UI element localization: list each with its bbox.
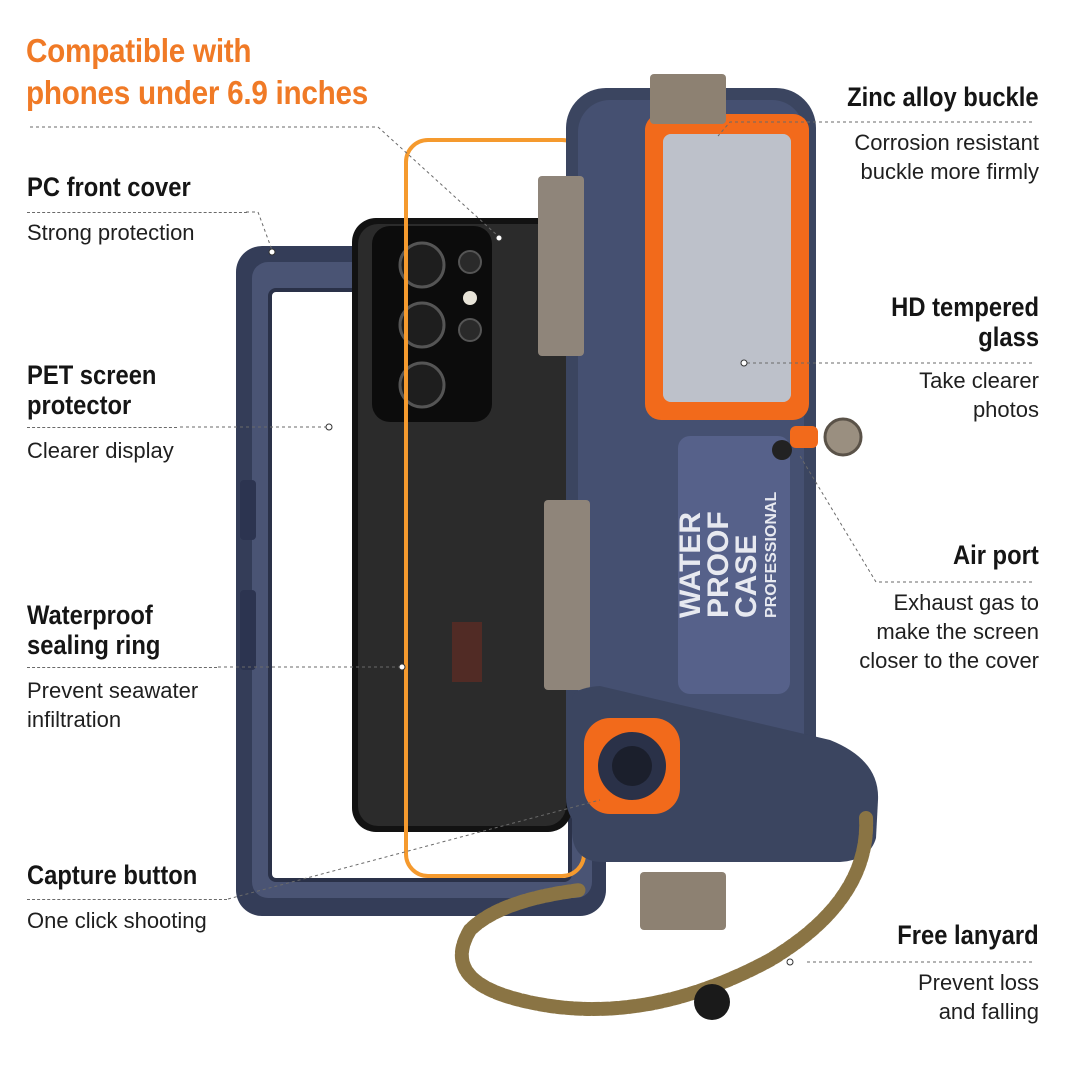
- air-port-desc-1: Exhaust gas to: [893, 590, 1039, 615]
- headline: Compatible with phones under 6.9 inches: [26, 30, 368, 114]
- hd-glass-desc-2: photos: [972, 397, 1039, 422]
- pc-front-cover-callout: PC front cover Strong protection: [27, 172, 213, 247]
- air-port-desc-2: make the screen: [876, 619, 1039, 644]
- capture-button-divider: [27, 899, 227, 900]
- capture-button-title: Capture button: [27, 860, 198, 890]
- sealing-ring-callout: Waterproof sealing ring Prevent seawater…: [27, 600, 198, 734]
- hd-glass-title-2: glass: [978, 322, 1039, 352]
- hd-glass-desc-1: Take clearer: [919, 368, 1039, 393]
- zinc-buckle-callout: Zinc alloy buckle Corrosion resistant bu…: [821, 82, 1039, 186]
- lanyard-callout: Free lanyard Prevent loss and falling: [878, 920, 1039, 1026]
- pet-screen-divider: [27, 427, 177, 428]
- air-port-callout: Air port Exhaust gas to make the screen …: [859, 540, 1039, 675]
- pet-screen-callout: PET screen protector Clearer display: [27, 360, 174, 465]
- sealing-ring-title-2: sealing ring: [27, 630, 161, 660]
- pet-screen-title-2: protector: [27, 390, 132, 420]
- zinc-buckle-desc-2: buckle more firmly: [860, 159, 1039, 184]
- pet-screen-desc: Clearer display: [27, 438, 174, 463]
- sealing-ring-title-1: Waterproof: [27, 600, 153, 630]
- headline-line1: Compatible with: [26, 32, 252, 69]
- lanyard: [454, 811, 874, 1016]
- case-print: WATER PROOF CASE PROFESSIONAL: [674, 492, 780, 618]
- sealing-ring-divider: [27, 667, 217, 668]
- pet-screen-title-1: PET screen: [27, 360, 157, 390]
- sealing-ring-desc-1: Prevent seawater: [27, 678, 199, 703]
- pc-front-cover-title: PC front cover: [27, 172, 191, 202]
- capture-button-callout: Capture button One click shooting: [27, 860, 220, 935]
- air-port-desc-3: closer to the cover: [859, 648, 1039, 673]
- hd-glass-title-1: HD tempered: [891, 292, 1039, 322]
- leader-dots: [268, 234, 794, 966]
- capture-button-desc: One click shooting: [27, 908, 207, 933]
- case-print-line1: WATER: [674, 512, 707, 618]
- leader-lines: [30, 121, 1032, 963]
- case-print-line4: PROFESSIONAL: [763, 492, 780, 618]
- lanyard-title: Free lanyard: [897, 920, 1039, 950]
- zinc-buckle-desc-1: Corrosion resistant: [854, 130, 1039, 155]
- zinc-buckle-title: Zinc alloy buckle: [847, 82, 1039, 112]
- pc-front-cover-desc: Strong protection: [27, 220, 195, 245]
- hd-glass-callout: HD tempered glass Take clearer photos: [871, 292, 1039, 424]
- pc-front-cover-divider: [27, 212, 247, 213]
- lanyard-desc-1: Prevent loss: [917, 970, 1039, 995]
- headline-line2: phones under 6.9 inches: [26, 74, 369, 111]
- air-port-title: Air port: [953, 540, 1039, 570]
- case-print-line3: CASE: [730, 535, 763, 618]
- lanyard-stopper: [694, 984, 730, 1020]
- lanyard-desc-2: and falling: [938, 999, 1039, 1024]
- case-print-line2: PROOF: [702, 511, 735, 618]
- sealing-ring-desc-2: infiltration: [27, 707, 122, 732]
- waterproof-case-body: [538, 74, 879, 930]
